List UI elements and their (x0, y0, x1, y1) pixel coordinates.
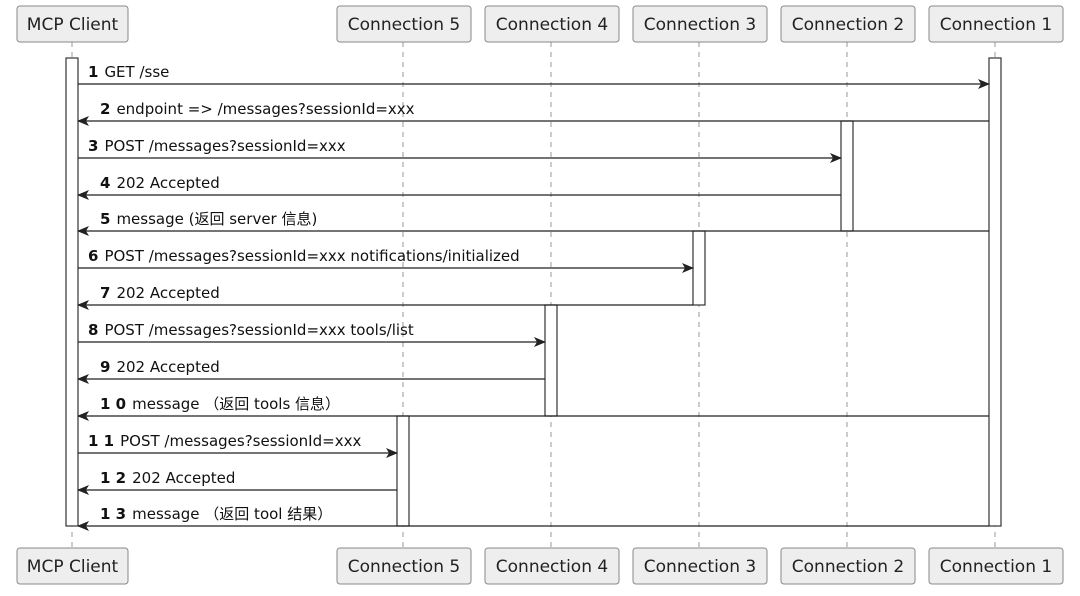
participant-bottom-c1: Connection 1 (928, 547, 1064, 585)
participant-bottom-c5: Connection 5 (336, 547, 472, 585)
participant-label: Connection 4 (496, 15, 608, 35)
participant-label: Connection 3 (644, 15, 756, 35)
participant-label: MCP Client (27, 557, 119, 577)
activation-c1 (988, 57, 1002, 527)
activation-client (65, 57, 79, 527)
participant-label: MCP Client (27, 15, 119, 35)
participant-top-c1: Connection 1 (928, 5, 1064, 43)
participant-bottom-c3: Connection 3 (632, 547, 768, 585)
activation-c2 (840, 120, 854, 232)
participant-label: Connection 3 (644, 557, 756, 577)
participant-label: Connection 1 (940, 15, 1052, 35)
activation-c5 (396, 415, 410, 527)
activation-c3 (692, 230, 706, 306)
participant-label: Connection 5 (348, 557, 460, 577)
activation-c4 (544, 304, 558, 417)
participant-top-c3: Connection 3 (632, 5, 768, 43)
participant-bottom-c2: Connection 2 (780, 547, 916, 585)
participant-top-c2: Connection 2 (780, 5, 916, 43)
participant-top-c5: Connection 5 (336, 5, 472, 43)
participant-label: Connection 5 (348, 15, 460, 35)
participant-label: Connection 2 (792, 15, 904, 35)
participant-label: Connection 4 (496, 557, 608, 577)
participant-bottom-c4: Connection 4 (484, 547, 620, 585)
participant-bottom-client: MCP Client (16, 547, 129, 585)
participant-label: Connection 2 (792, 557, 904, 577)
participant-top-client: MCP Client (16, 5, 129, 43)
participant-top-c4: Connection 4 (484, 5, 620, 43)
participant-label: Connection 1 (940, 557, 1052, 577)
